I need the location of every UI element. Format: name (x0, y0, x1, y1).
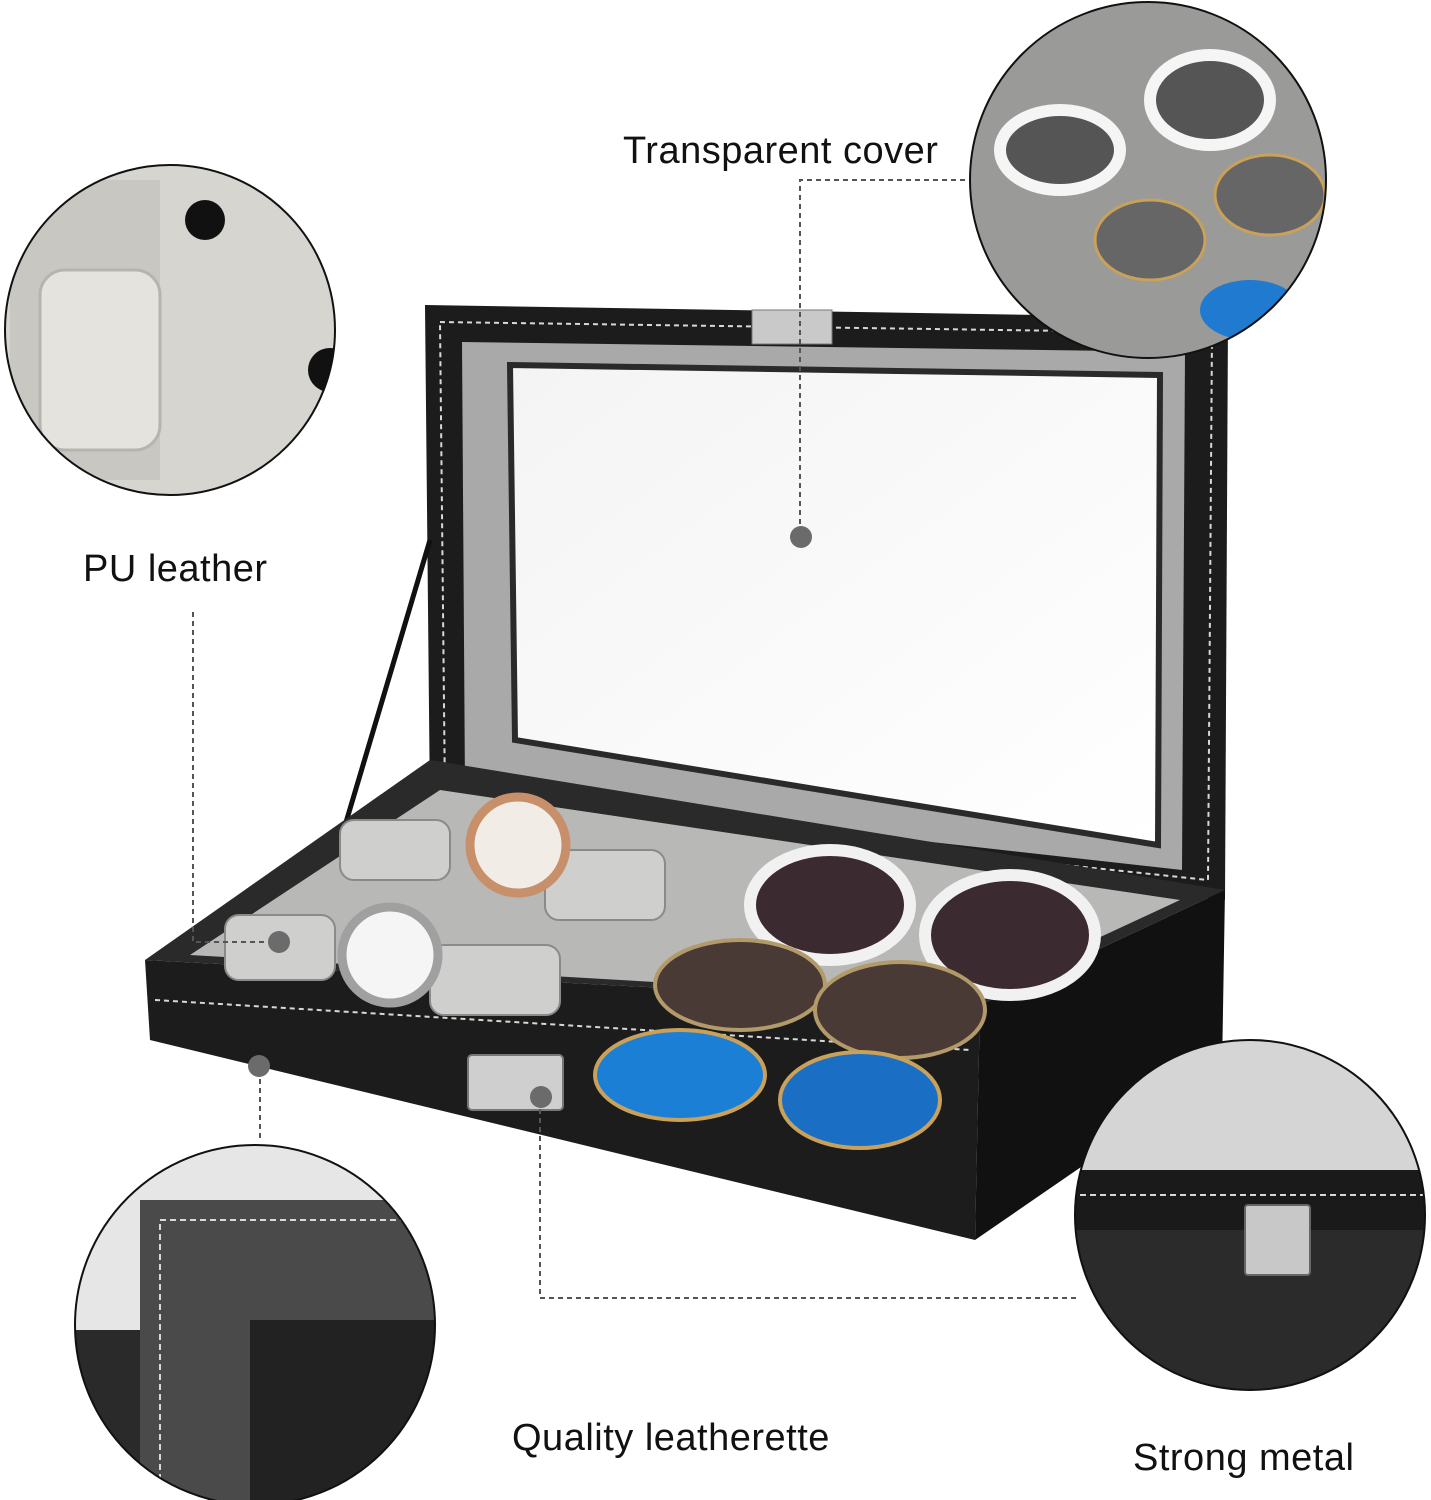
watch-box-lid (302, 305, 1228, 961)
watch-box-base (145, 760, 1225, 1240)
lid-clasp (751, 309, 833, 345)
rose-gold-watch (465, 792, 571, 898)
callout-transparent-cover: Transparent cover (623, 130, 939, 172)
callout-quality-leatherette: Quality leatherette (512, 1417, 830, 1459)
callout-strong-metal: Strong metal (1133, 1437, 1355, 1479)
blue-mirror-sunglasses (593, 1028, 942, 1150)
detail-circle-transparent-cover (970, 2, 1326, 358)
silver-watch (337, 902, 443, 1008)
white-sunglasses (744, 844, 1101, 1001)
aviator-sunglasses (653, 938, 987, 1060)
callout-pu-leather: PU leather (83, 548, 268, 590)
detail-circle-leatherette (75, 1145, 435, 1500)
callout-dots (248, 526, 812, 1108)
detail-circle-pu-leather (5, 165, 335, 495)
callout-leaders (192, 179, 1080, 1299)
